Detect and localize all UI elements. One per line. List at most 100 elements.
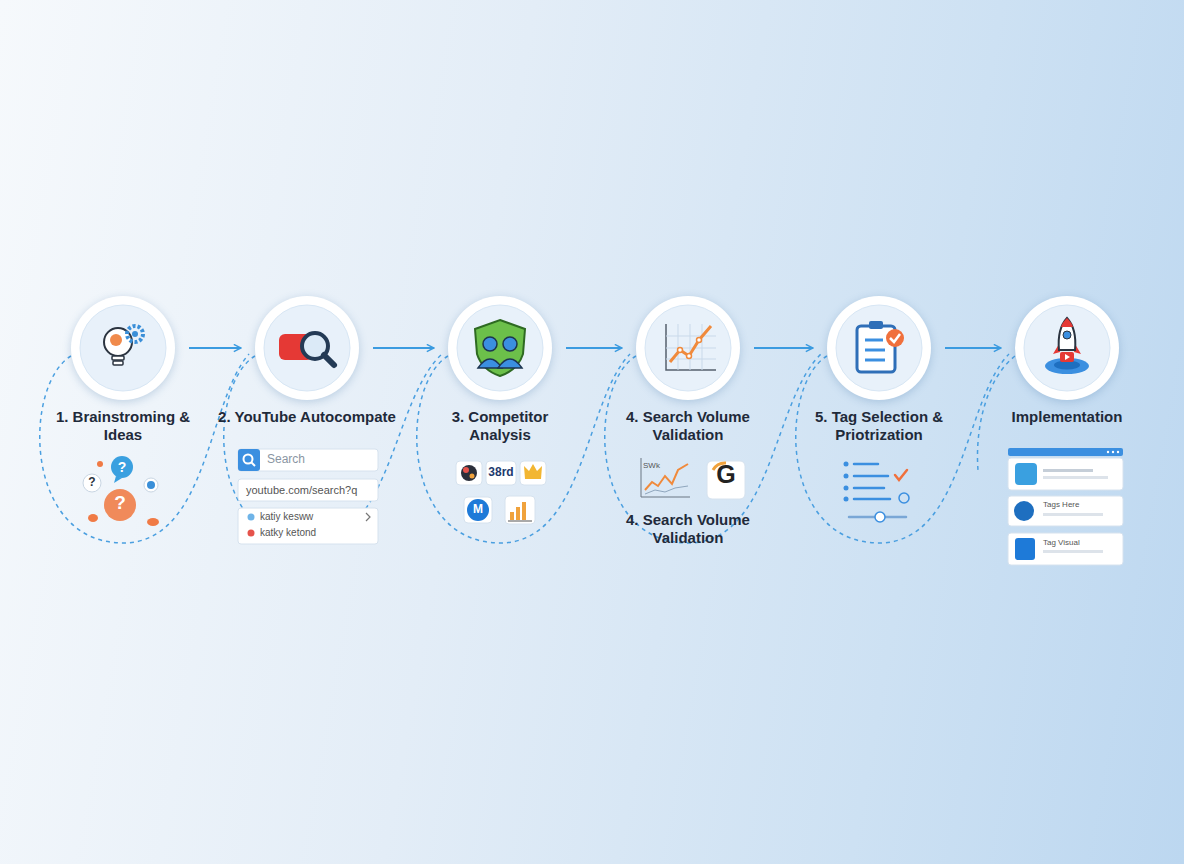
step-circle: 1. Brainstroming & Ideas (71, 296, 175, 400)
step-circle: 5. Tag Selection & Priotrization (827, 296, 931, 400)
step-label: 5. Tag Selection & Priotrization (802, 408, 957, 444)
competitor-tiles-part (520, 461, 546, 485)
implementation-panels-part (1107, 451, 1109, 453)
competitor-tiles-part (505, 496, 535, 524)
implementation-panels-part (1117, 451, 1119, 453)
step-label: 3. Competitor Analysis (438, 408, 563, 444)
step-label: 1. Brainstroming & Ideas (56, 408, 191, 444)
question-cluster-part (147, 518, 159, 526)
competitor-tiles-part (486, 461, 516, 485)
question-cluster-part (83, 474, 101, 492)
priority-list-part (895, 470, 907, 480)
volume-chart (641, 458, 745, 499)
implementation-panels-part (1008, 533, 1123, 565)
competitor-tiles-part (516, 507, 520, 520)
step-label: 2. YouTube Autocompate (202, 408, 412, 426)
implementation-panels-part (1043, 513, 1103, 516)
step-icon (71, 296, 175, 400)
question-mark: ? (108, 494, 132, 512)
question-cluster-part (104, 489, 136, 521)
search-mockup-part (238, 479, 378, 501)
priority-list-part (844, 486, 849, 491)
priority-list-part (854, 475, 888, 478)
search-mockup-part (238, 449, 260, 471)
suggestion-text: katiy kesww (260, 511, 360, 523)
priority-list-part (854, 487, 884, 490)
priority-list-part (844, 497, 849, 502)
flow-arrow (754, 347, 813, 349)
search-mockup-part (366, 513, 370, 521)
implementation-panels-part (1043, 550, 1103, 553)
competitor-tiles-part (467, 499, 489, 521)
competitor-tiles-part (463, 467, 469, 473)
search-mockup-part (238, 508, 378, 544)
question-cluster-part (144, 478, 158, 492)
logo-text: M (466, 503, 490, 517)
implementation-panels-part (1014, 501, 1034, 521)
question-cluster-part (97, 461, 103, 467)
implementation-panels-part (1008, 496, 1123, 526)
priority-list-part (844, 474, 849, 479)
search-mockup-part (248, 514, 255, 521)
priority-list-part (899, 493, 909, 503)
logo-text: G (707, 465, 745, 483)
volume-chart-part (707, 461, 745, 499)
implementation-panels-part (1008, 448, 1123, 456)
step-icon (1015, 296, 1119, 400)
priority-list (844, 462, 910, 523)
priority-list-part (844, 462, 849, 467)
competitor-tiles-part (510, 512, 514, 520)
step-icon (827, 296, 931, 400)
flow-arrow (566, 347, 622, 349)
search-mockup-part (238, 449, 378, 471)
implementation-panels-part (1015, 538, 1035, 560)
implementation-panels-part (1112, 451, 1114, 453)
competitor-tiles-part (524, 464, 542, 479)
priority-list-part (854, 463, 878, 466)
question-cluster-part (88, 514, 98, 522)
panel-text: Tag Visual (1043, 538, 1118, 547)
implementation-panels-part (1015, 463, 1037, 485)
implementation-panels (1008, 448, 1123, 565)
question-mark: ? (84, 476, 100, 490)
step-icon (448, 296, 552, 400)
step-label: 4. Search Volume Validation (613, 511, 763, 547)
step-label: Implementation (987, 408, 1147, 426)
competitor-tiles-part (508, 521, 532, 522)
suggestion-text: katky ketond (260, 527, 360, 539)
panel-text: Tags Here (1043, 500, 1118, 509)
step-circle: 4. Search Volume Validation (636, 296, 740, 400)
implementation-panels-part (1043, 476, 1108, 479)
implementation-panels-part (1008, 458, 1123, 490)
search-mockup-part (248, 530, 255, 537)
flow-arrow (373, 347, 434, 349)
step-label: 4. Search Volume Validation (613, 408, 763, 444)
competitor-tiles (456, 461, 546, 524)
search-placeholder: Search (267, 453, 367, 467)
step-circle: 3. Competitor Analysis (448, 296, 552, 400)
priority-list-part (854, 498, 890, 501)
question-cluster-part (114, 476, 122, 483)
step-circle: Implementation (1015, 296, 1119, 400)
competitor-tiles-part (470, 474, 475, 479)
logo-text: 38rd (486, 466, 516, 480)
competitor-tiles-part (522, 502, 526, 520)
question-cluster-part (111, 456, 133, 478)
volume-chart-part (645, 486, 688, 494)
axis-label: SWk (643, 461, 673, 470)
competitor-tiles-part (456, 461, 482, 485)
flow-arrow (189, 347, 241, 349)
competitor-tiles-part (464, 497, 492, 523)
step-icon (636, 296, 740, 400)
volume-chart-part (641, 458, 690, 497)
question-cluster (83, 456, 159, 526)
search-mockup-part (251, 462, 255, 466)
question-mark: ? (112, 459, 132, 475)
search-mockup (238, 449, 378, 544)
search-url: youtube.com/search?q (246, 484, 376, 497)
priority-list-part (875, 512, 885, 522)
step-circle: 2. YouTube Autocompate (255, 296, 359, 400)
